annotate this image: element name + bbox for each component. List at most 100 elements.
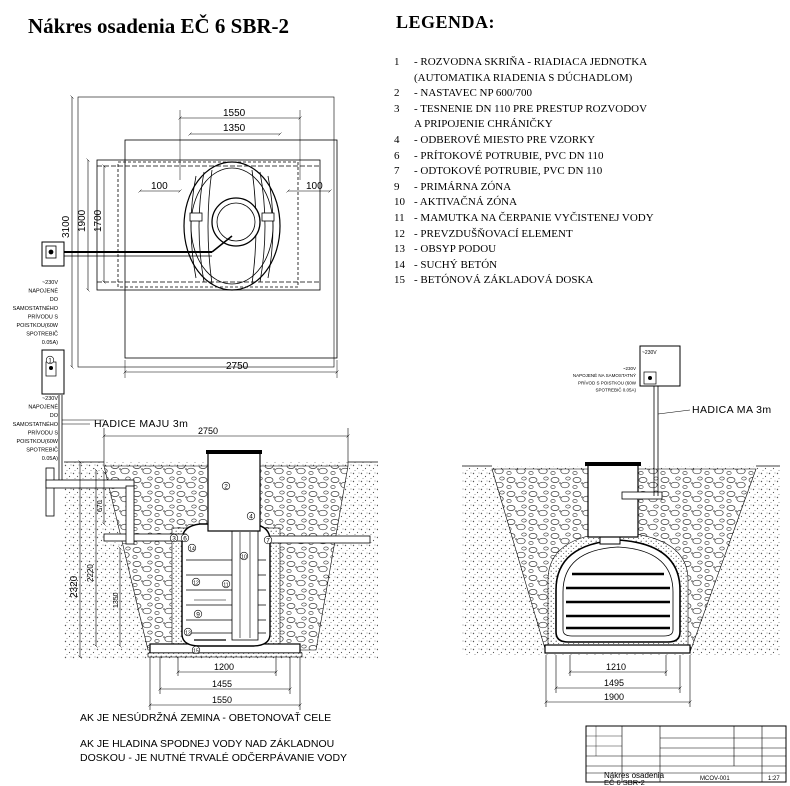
plan-power-note-line: POISTKOU(60W: [16, 323, 58, 329]
part-label-circle: [45, 355, 55, 365]
legend-item: 15 - BETÓNOVÁ ZÁKLADOVÁ DOSKA: [394, 273, 654, 289]
legend-item-text: - PRÍTOKOVÉ POTRUBIE, PVC DN 110: [414, 149, 604, 162]
legend-item-number: 14: [394, 258, 405, 271]
section-a-hose-label: HADICE MAJU 3m: [94, 418, 188, 430]
title-block-scale: 1:27: [768, 776, 780, 782]
part-label-circle: [221, 481, 231, 491]
section-a-power-note-line: PRÍVODU S: [28, 429, 59, 436]
legend-item-number: 6: [394, 149, 400, 162]
legend-item-text: - MAMUTKA NA ČERPANIE VYČISTENEJ VODY: [414, 211, 654, 224]
plan-power-note-line: 0.05A): [42, 340, 58, 346]
legend-item: 4 - ODBEROVÉ MIESTO PRE VZORKY: [394, 133, 654, 149]
section-b: [462, 345, 780, 707]
part-label: 11: [223, 582, 228, 588]
plan-power-note-line: ~230V: [42, 280, 58, 286]
section-b-dim-w3: 1900: [604, 692, 624, 702]
legend-item-number: 9: [394, 180, 400, 193]
legend-item: 1- ROZVODNA SKRIŇA - RIADIACA JEDNOTKA: [394, 55, 654, 71]
legend-item-text: - AKTIVAČNÁ ZÓNA: [414, 196, 518, 209]
part-label-circle: [169, 533, 179, 543]
legend-item-number: 11: [394, 211, 405, 224]
part-label-circle: [187, 543, 197, 553]
section-a-dim-inner: 1350: [113, 592, 120, 608]
section-a-power-note-line: SAMOSTATNÉHO: [13, 421, 59, 428]
section-b-power-note-line: SPOTREBIČ 0.05A): [595, 387, 636, 393]
part-label: 13: [185, 630, 191, 636]
note-line-3: DOSKOU - JE NUTNÉ TRVALÉ ODČERPÁVANIE VO…: [80, 752, 348, 764]
plan-dim-left: 100: [151, 181, 168, 192]
part-label: 3: [172, 535, 176, 542]
title-block-drawing-number: MCOV-001: [700, 776, 730, 782]
legend-item-text: - NASTAVEC NP 600/700: [414, 87, 532, 100]
plan-dim-bottom: 2750: [226, 361, 249, 372]
section-a-power-note-line: NAPOJENÉ: [28, 404, 58, 411]
plan-power-note-line: DO: [50, 297, 59, 303]
note-line-2: AK JE HLADINA SPODNEJ VODY NAD ZÁKLADNOU: [80, 738, 335, 750]
part-label-circle: [191, 645, 201, 655]
title-block-name-line2: EČ 6 SBR-2: [604, 778, 645, 786]
legend-item: 11 - MAMUTKA NA ČERPANIE VYČISTENEJ VODY: [394, 211, 654, 227]
section-b-power-note-line: ~230V: [623, 366, 636, 371]
legend-item: 2 - NASTAVEC NP 600/700: [394, 86, 654, 102]
section-a-power-note-line: ~230V: [42, 396, 58, 402]
legend-item: 10- AKTIVAČNÁ ZÓNA: [394, 195, 654, 211]
part-label: 4: [249, 513, 253, 520]
plan-power-note-line: SPOTREBIČ: [26, 331, 58, 338]
part-label: 7: [266, 537, 270, 544]
part-label-circle: [263, 535, 273, 545]
section-a-dim-top: 2750: [198, 426, 218, 436]
part-label-circle: [239, 551, 249, 561]
legend-item-text: - BETÓNOVÁ ZÁKLADOVÁ DOSKA: [414, 274, 594, 287]
part-label-circle: [180, 533, 190, 543]
legend-item: 14 - SUCHÝ BETÓN: [394, 258, 654, 274]
legend-item-number: 12: [394, 227, 405, 240]
plan-power-note-line: NAPOJENÉ: [28, 288, 58, 295]
section-b-power-note-line: NAPOJENÉ NA SAMOSTATNÝ: [573, 372, 636, 378]
part-label-circle: [183, 627, 193, 637]
legend-item-text: - PREVZDUŠŇOVACÍ ELEMENT: [414, 227, 573, 240]
section-a-power-note-line: POISTKOU(60W: [16, 439, 58, 445]
legend-item-number: 3: [394, 102, 400, 115]
section-a-power-note-line: SPOTREBIČ: [26, 447, 58, 454]
section-a-dim-neck: 670: [97, 500, 104, 512]
section-b-box-label: ~230V: [642, 350, 657, 356]
section-a-power-note-line: DO: [50, 413, 59, 419]
section-b-dim-w2: 1495: [604, 678, 624, 688]
section-a-dim-total-height: 2320: [69, 575, 80, 598]
part-label-circle: [221, 579, 231, 589]
plan-power-note-line: PRÍVODU S: [28, 313, 59, 320]
plan-dim-height-mid: 1900: [77, 209, 88, 232]
legend-item-text: - SUCHÝ BETÓN: [414, 258, 498, 271]
section-a: [41, 349, 378, 710]
legend-item: 13- OBSYP PODOU: [394, 242, 654, 258]
title-block: [585, 725, 787, 783]
legend-item-text: - ODBEROVÉ MIESTO PRE VZORKY: [414, 133, 596, 146]
section-a-text: HADICE MAJU 3m 2750 2320 2220 670 1350 1…: [69, 418, 234, 705]
part-label: 6: [183, 535, 187, 542]
plan-dim-right: 100: [306, 181, 323, 192]
title-block-text: Nákres osadenia EČ 6 SBR-2 MCOV-001 1:27: [604, 771, 780, 786]
part-label-circle: [193, 609, 203, 619]
legend-item-number: 2: [394, 87, 400, 100]
part-label: 2: [224, 483, 228, 490]
section-a-dim-mid-height: 2220: [86, 564, 95, 582]
plan-dim-inner-width: 1350: [223, 123, 246, 134]
plan-dimension-labels: 1550 1350 100 100 3100 1900 1700 2750: [61, 108, 323, 372]
section-a-dim-w1: 1200: [214, 662, 234, 672]
legend-item-text: - TESNENIE DN 110 PRE PRESTUP ROZVODOV: [414, 102, 648, 115]
legend-item-number: 15: [394, 274, 405, 287]
legend-list: 1- ROZVODNA SKRIŇA - RIADIACA JEDNOTKA(A…: [394, 55, 654, 289]
part-label: 9: [196, 611, 200, 618]
legend-item-number: 4: [394, 133, 400, 146]
plan-dim-height-inner: 1700: [93, 209, 104, 232]
legend-item-continuation: A PRIPOJENIE CHRÁNIČKY: [414, 118, 553, 131]
legend-item: 3 - TESNENIE DN 110 PRE PRESTUP ROZVODOV: [394, 102, 654, 118]
part-label: 15: [193, 648, 199, 654]
plan-view: [41, 97, 337, 378]
part-label: 12: [193, 580, 199, 586]
part-label: 1: [48, 357, 52, 364]
section-b-power-note-line: PRÍVOD S POISTKOU (60W: [578, 379, 637, 385]
title-block-name-line1: Nákres osadenia: [604, 771, 665, 780]
